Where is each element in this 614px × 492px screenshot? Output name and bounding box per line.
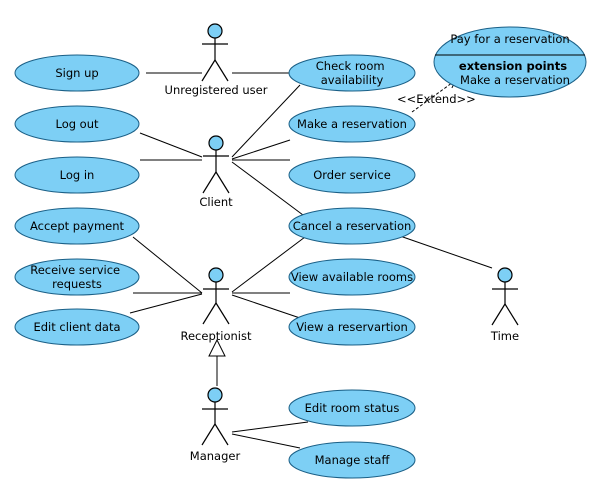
stick-figure-icon	[202, 135, 230, 194]
assoc-recep-cancel	[231, 236, 306, 293]
use-case-label: Pay for a reservation	[450, 32, 569, 46]
use-case-label: Log out	[55, 117, 99, 131]
use-case-label: Receive service requests	[30, 263, 124, 291]
assoc-time-cancel	[399, 235, 493, 269]
assoc-client-logout	[139, 132, 203, 158]
extension-point: Make a reservation	[460, 73, 570, 87]
stick-figure-icon	[201, 387, 229, 446]
extend-arrow	[411, 80, 456, 113]
use-case-log-out[interactable]: Log out	[14, 105, 140, 143]
stick-figure-icon	[202, 267, 230, 325]
actor-label: Unregistered user	[165, 83, 268, 97]
assoc-client-make	[231, 139, 291, 160]
actor-label: Receptionist	[181, 329, 252, 343]
use-case-cancel-a-reservation[interactable]: Cancel a reservation	[288, 207, 416, 245]
use-case-log-in[interactable]: Log in	[14, 156, 140, 194]
use-case-label-line-1: Receive service	[30, 263, 120, 277]
use-case-label: View available rooms	[291, 270, 413, 284]
use-case-label: Edit client data	[33, 320, 120, 334]
use-case-pay-for-a-reservation[interactable]: Pay for a reservation extension points M…	[433, 26, 587, 98]
extend-label: <<Extend>>	[397, 92, 476, 106]
use-case-receive-service-requests[interactable]: Receive service requests	[14, 258, 140, 296]
use-case-label: Log in	[60, 168, 95, 182]
use-case-sign-up[interactable]: Sign up	[14, 54, 140, 92]
use-case-label: Make a reservation	[297, 117, 407, 131]
use-case-label: Accept payment	[30, 219, 125, 233]
use-case-label: Manage staff	[315, 453, 391, 467]
actor-unregistered-user[interactable]: Unregistered user	[165, 23, 268, 97]
use-case-label: Order service	[313, 168, 391, 182]
use-case-label-line-1: Check room	[316, 59, 385, 73]
assoc-recep-viewres	[231, 294, 301, 319]
assoc-recep-edit	[129, 293, 203, 314]
use-case-label: Check room availability	[316, 59, 388, 87]
actor-receptionist[interactable]: Receptionist	[181, 267, 252, 343]
actor-time[interactable]: Time	[490, 267, 519, 343]
assoc-manager-editroom	[231, 421, 309, 433]
assoc-recep-accept	[132, 236, 203, 294]
actor-label: Time	[490, 329, 519, 343]
extension-points-title: extension points	[459, 59, 567, 73]
use-case-make-a-reservation[interactable]: Make a reservation	[288, 105, 416, 143]
use-case-order-service[interactable]: Order service	[288, 156, 416, 194]
use-case-view-available-rooms[interactable]: View available rooms	[288, 258, 416, 296]
use-case-edit-room-status[interactable]: Edit room status	[288, 389, 416, 427]
use-case-check-room-availability[interactable]: Check room availability	[288, 54, 416, 92]
stick-figure-icon	[201, 23, 229, 82]
use-case-label: Sign up	[55, 66, 98, 80]
use-case-label: Edit room status	[305, 401, 400, 415]
use-case-manage-staff[interactable]: Manage staff	[288, 441, 416, 479]
use-case-label: Cancel a reservation	[293, 219, 412, 233]
use-case-edit-client-data[interactable]: Edit client data	[14, 308, 140, 346]
assoc-client-cancel	[231, 161, 304, 216]
actor-client[interactable]: Client	[199, 135, 233, 209]
associations: <<Extend>>	[129, 72, 493, 449]
assoc-client-checkroom	[231, 84, 301, 158]
generalization-arrowhead	[208, 338, 226, 357]
use-case-label-line-2: requests	[52, 277, 102, 291]
use-case-label: View a reservartion	[296, 320, 408, 334]
actor-label: Client	[199, 195, 233, 209]
use-case-accept-payment[interactable]: Accept payment	[14, 207, 140, 245]
assoc-manager-staff	[231, 433, 301, 449]
actor-label: Manager	[190, 449, 241, 463]
stick-figure-icon	[491, 267, 519, 326]
use-case-label-line-2: availability	[321, 73, 384, 87]
actor-manager[interactable]: Manager	[190, 387, 241, 463]
use-case-view-a-reservation[interactable]: View a reservartion	[288, 308, 416, 346]
